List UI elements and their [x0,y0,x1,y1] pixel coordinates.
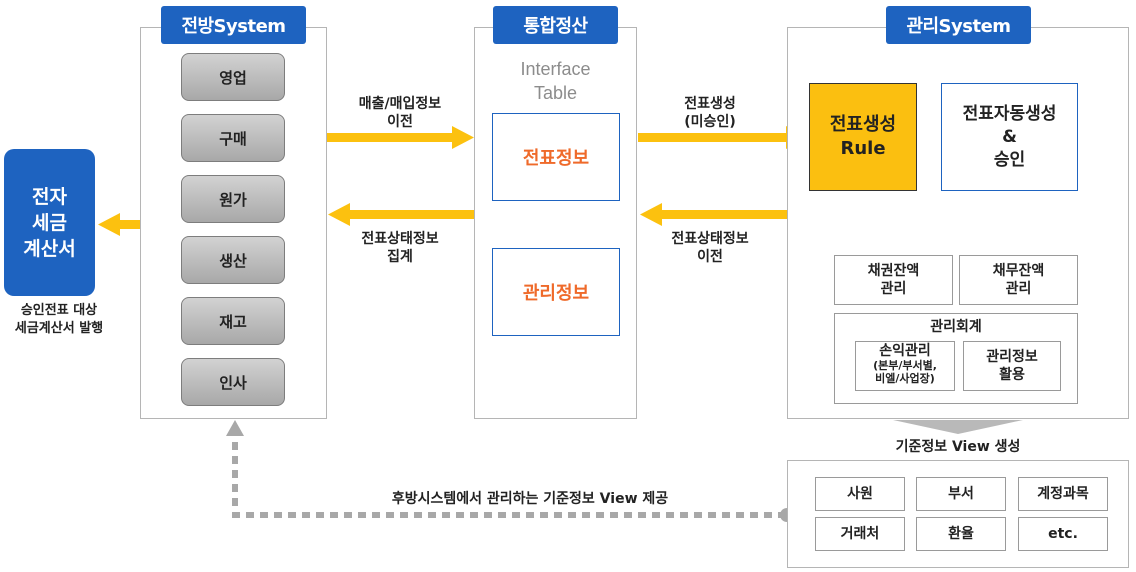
base-info-item: 거래처 [815,517,905,551]
pnl-box: 손익관리 (본부/부서별, 비엘/사업장) [855,341,955,391]
auto-voucher-label: 전표자동생성 & 승인 [962,103,1057,170]
front-item-button[interactable]: 원가 [181,175,285,223]
base-info-item: 계정과목 [1018,477,1108,511]
base-info-item: 환율 [916,517,1006,551]
einvoice-arrow [98,213,142,236]
receivable-box: 채권잔액 관리 [834,255,953,305]
base-info-item: 부서 [916,477,1006,511]
payable-box: 채무잔액 관리 [959,255,1078,305]
mgmt-info-box: 관리정보 [492,248,620,336]
rule-box: 전표생성 Rule [809,83,917,191]
status-aggregate-arrow [328,203,474,226]
status-aggregate-label: 전표상태정보 집계 [361,231,439,265]
einvoice-box: 전자 세금 계산서 [4,149,95,296]
pnl-sub: (본부/부서별, 비엘/사업장) [873,359,937,385]
status-transfer-label: 전표상태정보 이전 [671,231,749,265]
front-item-button[interactable]: 영업 [181,53,285,101]
sales-transfer-label: 매출/매입정보 이전 [358,96,442,130]
auto-voucher-box: 전표자동생성 & 승인 [941,83,1078,191]
einvoice-title: 전자 세금 계산서 [23,185,76,260]
rule-box-label: 전표생성 Rule [829,114,897,159]
mgmt-use-label: 관리정보 활용 [986,349,1038,383]
mgmt-accounting-title: 관리회계 [930,319,982,335]
pnl-label: 손익관리 [879,343,931,359]
payable-label: 채무잔액 관리 [992,263,1045,297]
voucher-info-box: 전표정보 [492,113,620,201]
voucher-info-label: 전표정보 [522,148,590,169]
front-item-button[interactable]: 재고 [181,297,285,345]
interface-table-label: Interface Table [520,59,591,103]
mgmt-use-box: 관리정보 활용 [963,341,1061,391]
base-info-item: etc. [1018,517,1108,551]
voucher-create-label: 전표생성 (미승인) [684,96,736,130]
mgmt-system-title: 관리System [886,6,1031,44]
integration-panel [474,27,637,419]
front-item-button[interactable]: 생산 [181,236,285,284]
front-system-title: 전방System [161,6,306,44]
mgmt-info-label: 관리정보 [522,283,590,304]
sales-transfer-arrow [326,126,474,149]
base-view-label: 기준정보 View 생성 [895,439,1021,455]
front-item-button[interactable]: 구매 [181,114,285,162]
view-create-arrow [893,420,1023,434]
receivable-label: 채권잔액 관리 [867,263,920,297]
feedback-label: 후방시스템에서 관리하는 기준정보 View 제공 [391,491,669,507]
einvoice-caption: 승인전표 대상 세금계산서 발행 [14,303,104,336]
base-info-item: 사원 [815,477,905,511]
integration-title: 통합정산 [493,6,618,44]
front-item-button[interactable]: 인사 [181,358,285,406]
